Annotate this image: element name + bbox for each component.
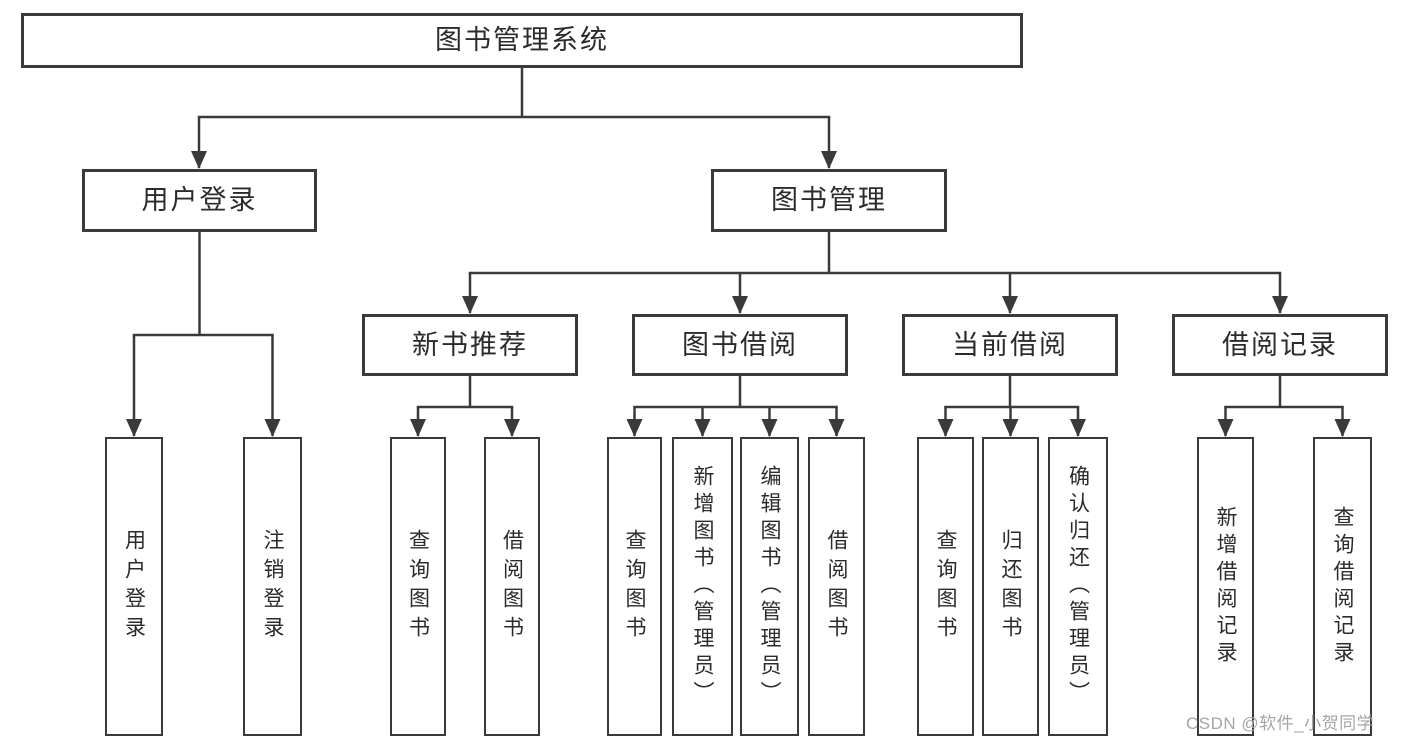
leaf-add-book-admin: 新增图书（管理员） xyxy=(672,437,733,736)
node-new-book-recommendation: 新书推荐 xyxy=(362,314,578,376)
leaf-user-login: 用户登录 xyxy=(105,437,163,736)
node-book-borrowing: 图书借阅 xyxy=(632,314,848,376)
leaf-query-borrow-record: 查询借阅记录 xyxy=(1313,437,1372,736)
node-current-borrowing: 当前借阅 xyxy=(902,314,1118,376)
node-borrowing-records: 借阅记录 xyxy=(1172,314,1388,376)
leaf-borrow-books-2: 借阅图书 xyxy=(808,437,865,736)
watermark: CSDN @软件_小贺同学 xyxy=(1186,714,1375,733)
leaf-add-borrow-record: 新增借阅记录 xyxy=(1197,437,1254,736)
leaf-query-books-2: 查询图书 xyxy=(607,437,662,736)
node-user-login: 用户登录 xyxy=(82,169,317,232)
node-library-management-system: 图书管理系统 xyxy=(21,13,1023,68)
leaf-return-book: 归还图书 xyxy=(982,437,1039,736)
leaf-query-books-1: 查询图书 xyxy=(390,437,446,736)
leaf-borrow-books-1: 借阅图书 xyxy=(484,437,540,736)
leaf-confirm-return-admin: 确认归还（管理员） xyxy=(1048,437,1108,736)
leaf-edit-book-admin: 编辑图书（管理员） xyxy=(740,437,799,736)
node-book-management: 图书管理 xyxy=(711,169,947,232)
leaf-query-books-3: 查询图书 xyxy=(917,437,974,736)
leaf-logout: 注销登录 xyxy=(243,437,302,736)
